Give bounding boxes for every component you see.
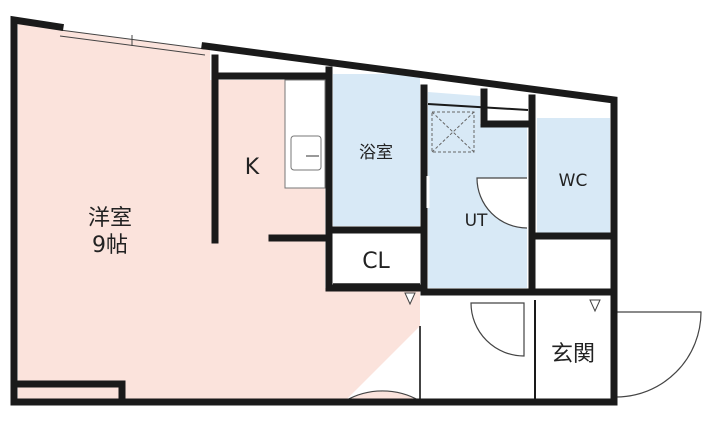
washing-machine-icon (431, 111, 475, 153)
utility-floor (428, 92, 527, 288)
western-room-size-label: 9帖 (92, 233, 128, 258)
bathroom-label: 浴室 (359, 143, 393, 163)
front-door-icon[interactable] (615, 311, 702, 398)
closet-floor (333, 235, 420, 284)
shoebox-door-marker-icon (589, 299, 601, 313)
western-room-label: 洋室 (88, 206, 132, 231)
shoe-box (537, 240, 610, 288)
toilet-floor (537, 118, 610, 234)
door-swings (344, 177, 702, 403)
bathroom-floor (333, 74, 420, 226)
window (59, 29, 206, 56)
closet-label: CL (362, 249, 390, 274)
toilet-label: WC (559, 171, 588, 191)
toilet-door-icon[interactable] (476, 177, 528, 229)
utility-door-icon[interactable] (470, 302, 525, 357)
sink-icon (290, 135, 322, 171)
entrance-label: 玄関 (551, 342, 595, 367)
kitchen-label: K (245, 155, 260, 180)
walls (10, 15, 618, 406)
utility-label: UT (465, 211, 488, 231)
closet-door-marker-icon (404, 292, 416, 306)
kitchen-counter (284, 79, 326, 189)
